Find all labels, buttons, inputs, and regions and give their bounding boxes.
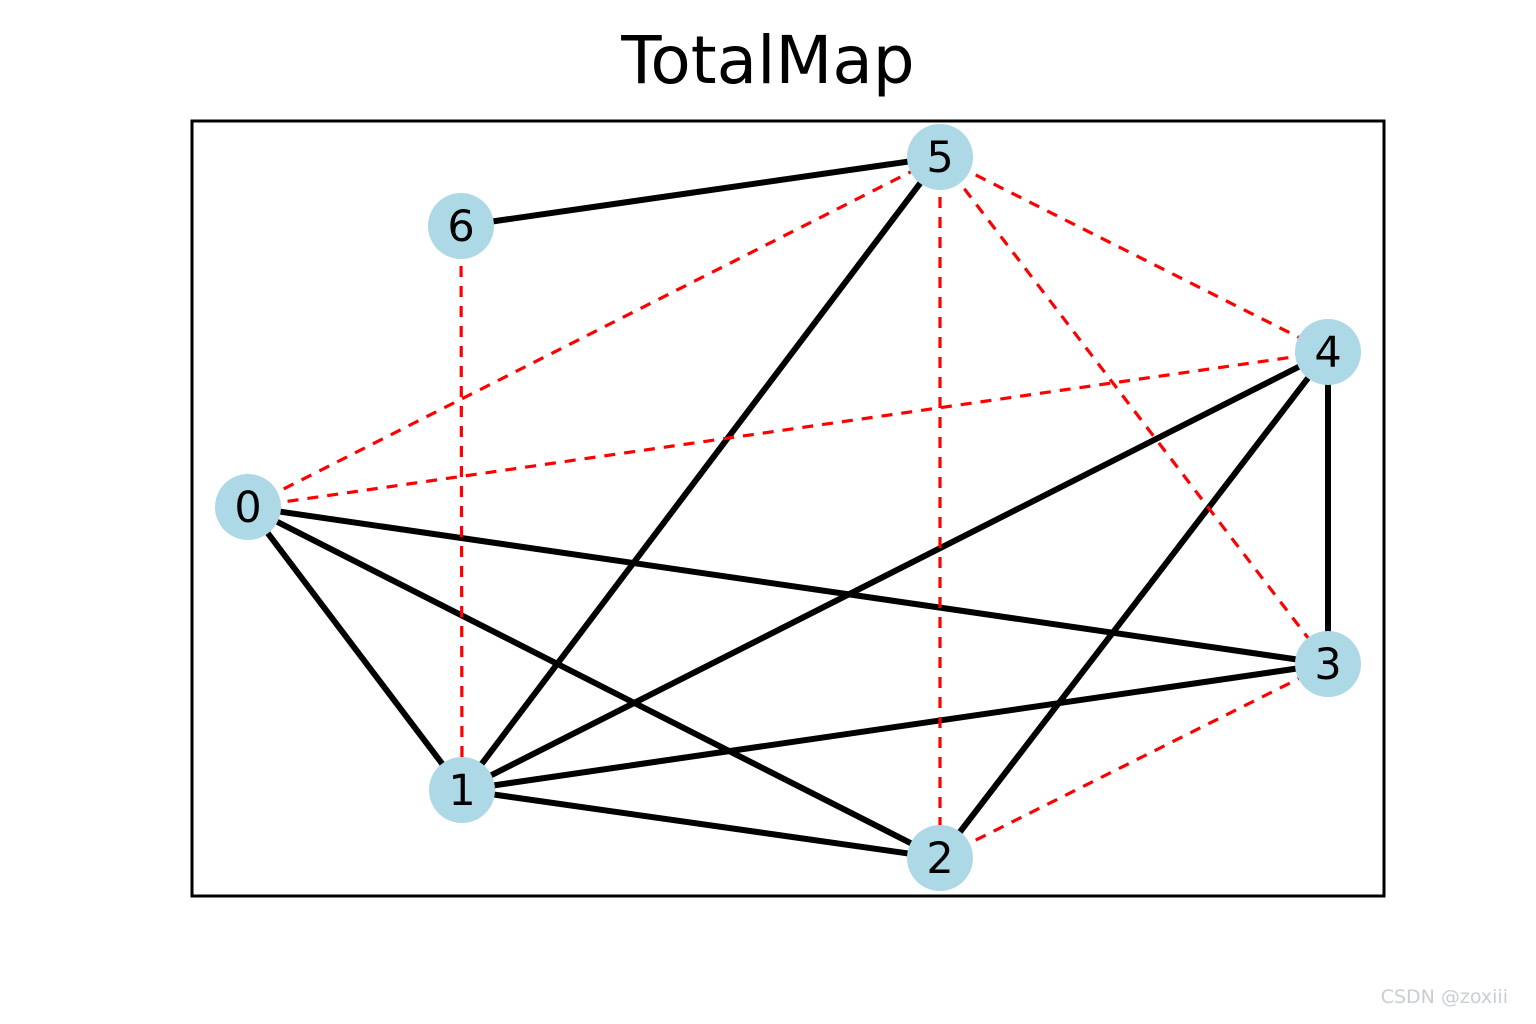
graph-node-4[interactable]: 4 bbox=[1295, 319, 1361, 385]
graph-node-6[interactable]: 6 bbox=[428, 193, 494, 259]
graph-edge-0-4 bbox=[247, 350, 1329, 509]
node-circle-5[interactable] bbox=[907, 124, 973, 190]
graph-edge-5-1 bbox=[459, 155, 943, 792]
graph-node-3[interactable]: 3 bbox=[1295, 631, 1361, 697]
edges-layer bbox=[245, 154, 1331, 861]
graph-edge-5-4 bbox=[939, 155, 1329, 354]
graph-edge-0-5 bbox=[247, 155, 941, 509]
graph-edge-6-1 bbox=[459, 225, 464, 791]
graph-edge-1-2 bbox=[461, 787, 941, 861]
node-circle-4[interactable] bbox=[1295, 319, 1361, 385]
watermark-label: CSDN @zoxiii bbox=[1380, 986, 1508, 1008]
graph-node-2[interactable]: 2 bbox=[907, 825, 973, 891]
node-circle-6[interactable] bbox=[428, 193, 494, 259]
graph-edge-1-3 bbox=[461, 661, 1329, 793]
nodes-layer: 0 1 2 3 4 5 6 bbox=[215, 124, 1361, 891]
graph-edge-2-4 bbox=[937, 350, 1331, 860]
node-circle-0[interactable] bbox=[215, 474, 281, 540]
graph-edge-0-1 bbox=[245, 505, 465, 792]
graph-node-5[interactable]: 5 bbox=[907, 124, 973, 190]
graph-edge-5-6 bbox=[460, 154, 941, 229]
graph-node-1[interactable]: 1 bbox=[429, 757, 495, 823]
node-circle-2[interactable] bbox=[907, 825, 973, 891]
node-circle-3[interactable] bbox=[1295, 631, 1361, 697]
graph-edge-2-3 bbox=[939, 662, 1329, 860]
graph-edge-0-2 bbox=[246, 504, 942, 861]
graph-node-0[interactable]: 0 bbox=[215, 474, 281, 540]
plot-border bbox=[190, 119, 1386, 898]
page-title: TotalMap bbox=[621, 22, 915, 99]
graph-edge-0-3 bbox=[247, 504, 1329, 667]
graph-edge-5-3 bbox=[938, 156, 1330, 665]
node-circle-1[interactable] bbox=[429, 757, 495, 823]
graph-edge-1-4 bbox=[460, 349, 1330, 793]
